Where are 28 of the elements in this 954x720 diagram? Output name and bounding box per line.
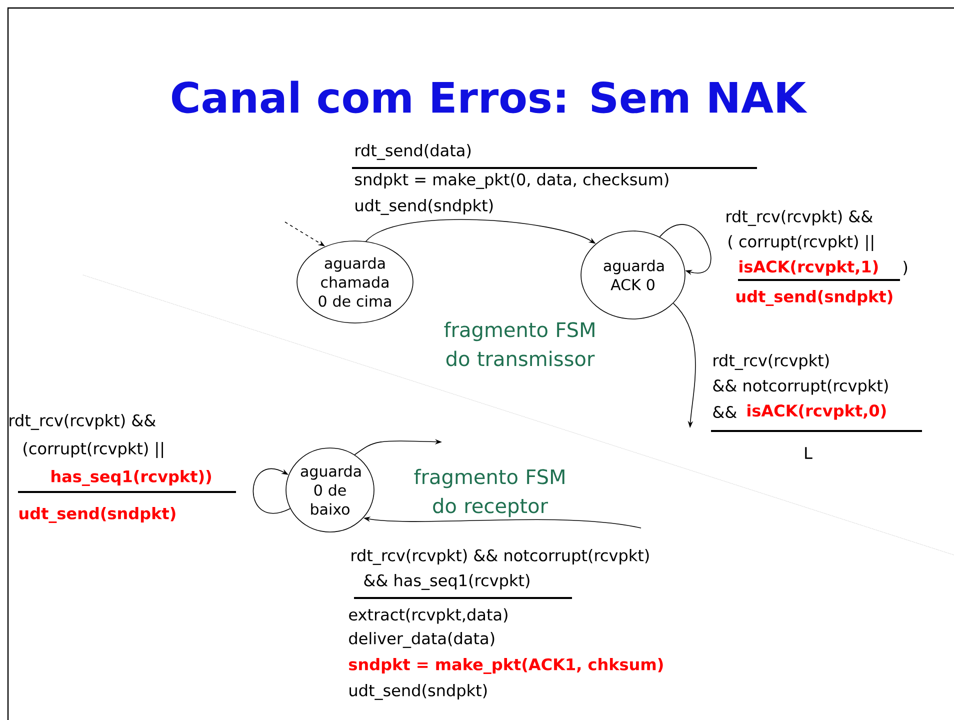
transition-text: && notcorrupt(rcvpkt) [713, 379, 888, 395]
transition-text: (corrupt(rcvpkt) || [24, 442, 163, 458]
transition-text: && has_seq1(rcvpkt) [364, 574, 530, 590]
transition-text: rdt_rcv(rcvpkt) && [10, 414, 156, 430]
caption-text: fragmento FSM do receptor [414, 468, 564, 518]
action-text: L [805, 447, 812, 459]
action-text: sndpkt = make_pkt(ACK1, chksum) [349, 658, 663, 674]
transition-text: extract(rcvpkt,data) [349, 608, 508, 624]
transition-text: ( corrupt(rcvpkt) || [728, 235, 874, 251]
transition-text: rdt_rcv(rcvpkt) && notcorrupt(rcvpkt) [352, 549, 649, 565]
caption-text: fragmento FSM do transmissor [444, 322, 595, 366]
action-text: isACK(rcvpkt,1) [740, 260, 878, 276]
transition-text: udt_send(sndpkt) [356, 199, 493, 215]
title: Canal com Erros: Sem NAK [172, 80, 808, 114]
transition-text: && [713, 406, 737, 418]
transition-text: udt_send(sndpkt) [350, 684, 487, 700]
action-text: udt_send(sndpkt) [19, 507, 176, 523]
transition-text: sndpkt = make_pkt(0, data, checksum) [355, 173, 668, 189]
action-text: udt_send(sndpkt) [736, 290, 892, 306]
transition-text: deliver_data(data) [349, 632, 494, 648]
transition-text: rdt_rcv(rcvpkt) && [726, 210, 873, 226]
transition-text: ) [903, 260, 908, 276]
action-text: has_seq1(rcvpkt)) [52, 470, 211, 486]
action-text: isACK(rcvpkt,0) [748, 404, 886, 420]
transition-text: rdt_send(data) [356, 144, 471, 160]
arrow [659, 224, 712, 276]
arrow [252, 468, 290, 514]
transition-text: rdt_rcv(rcvpkt) [714, 354, 829, 370]
